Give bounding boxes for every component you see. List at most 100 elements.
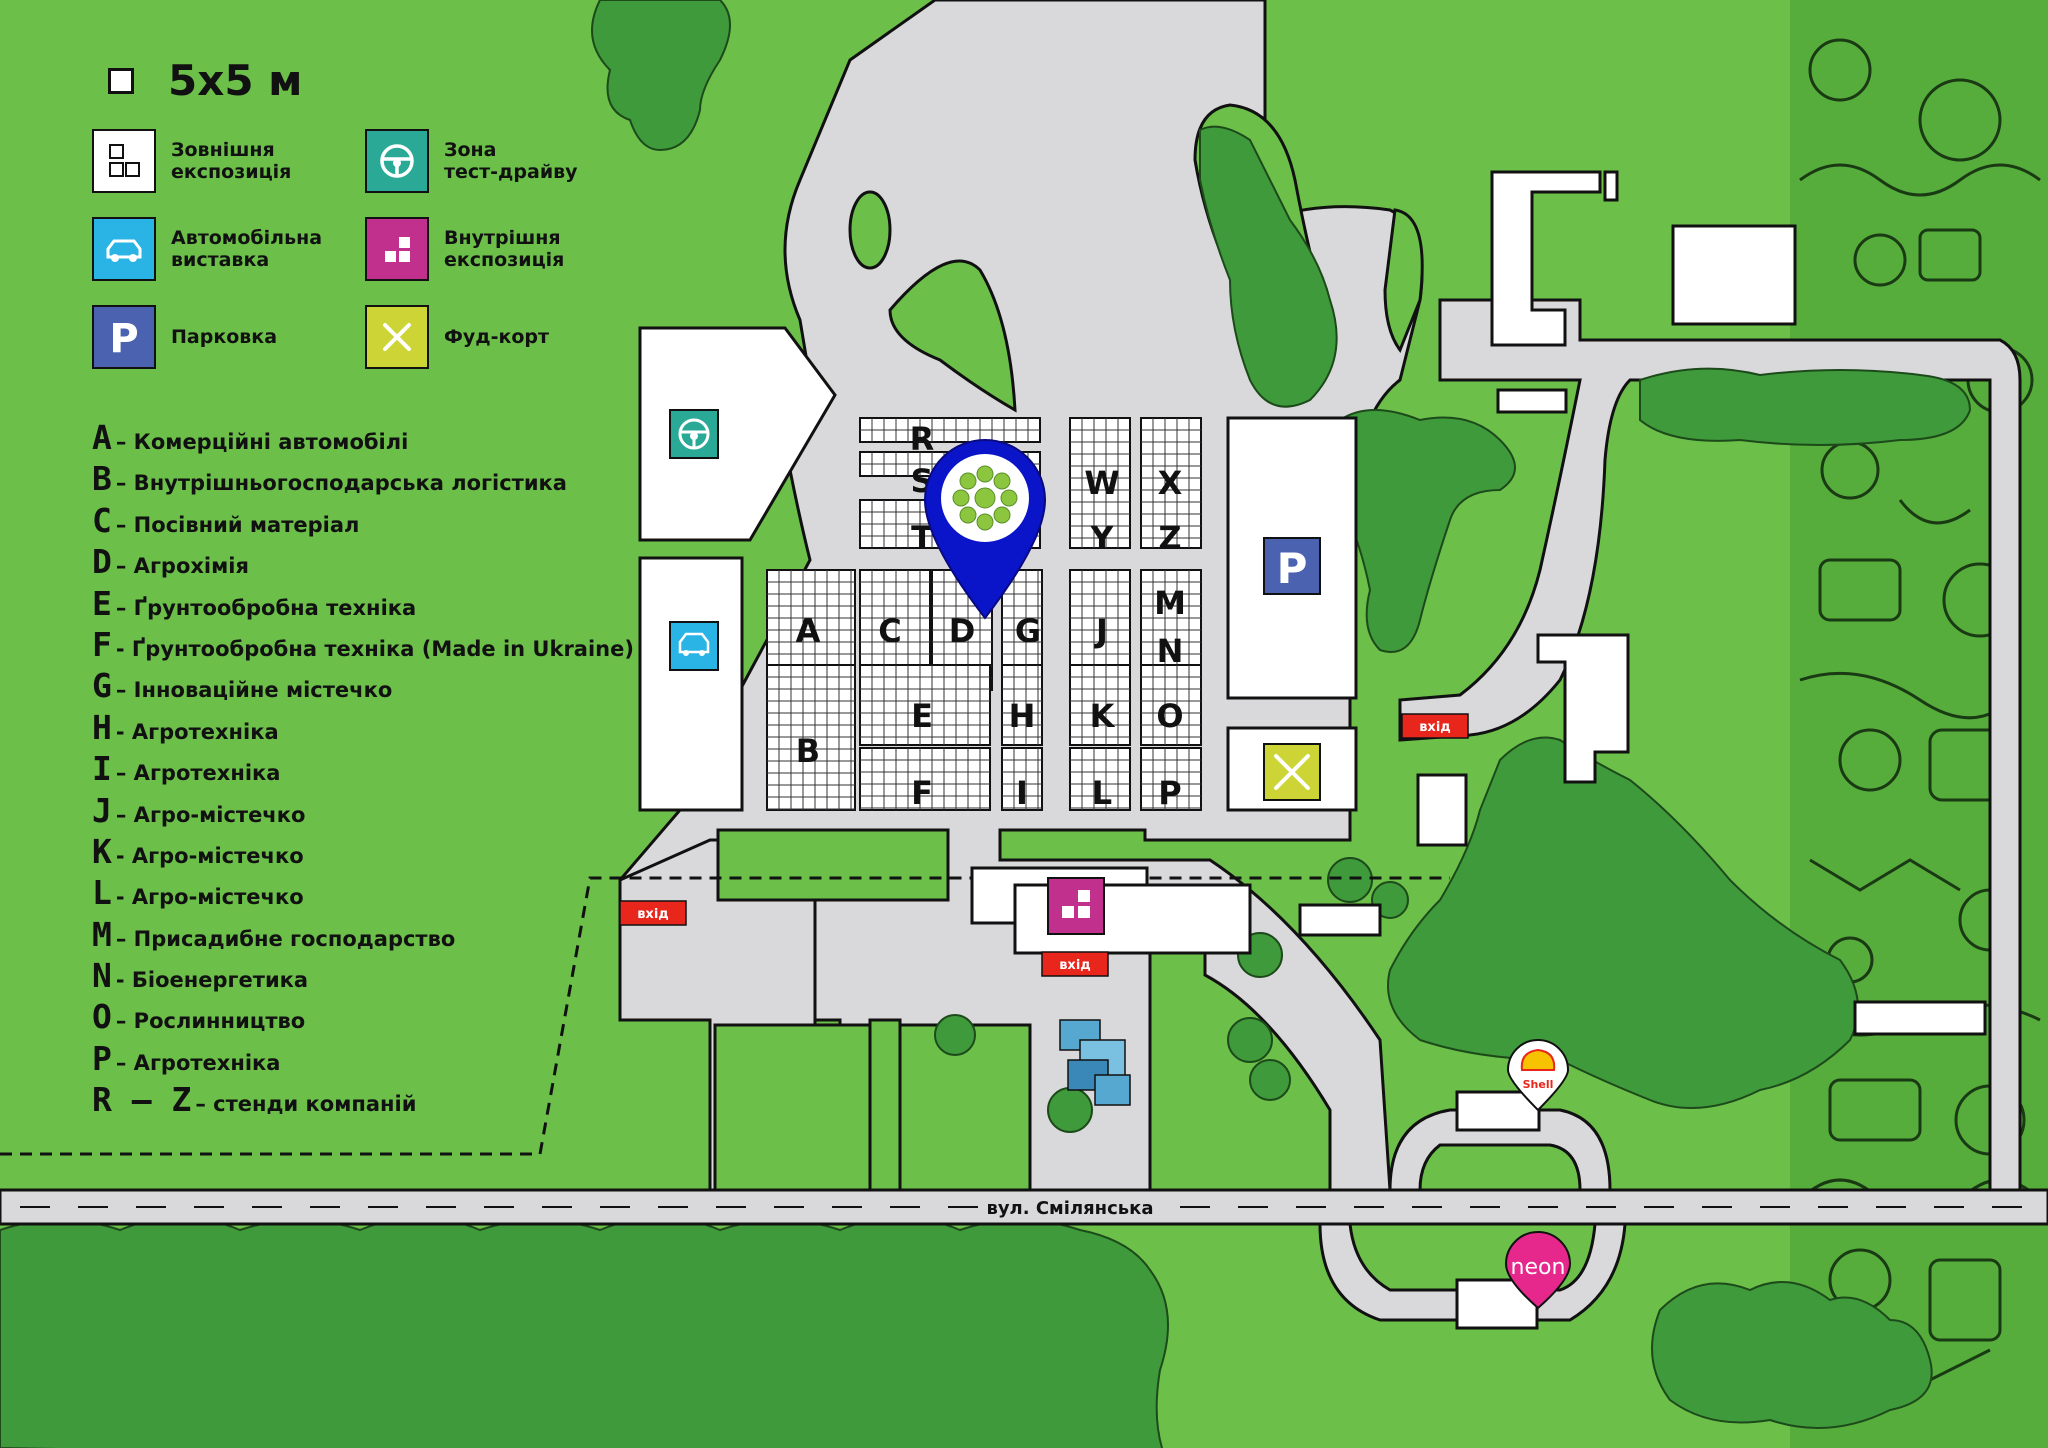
- zone-item: F- Ґрунтообробна техніка (Made in Ukrain…: [92, 625, 634, 666]
- steering-wheel-icon: [365, 129, 429, 193]
- zone-letter: M: [92, 914, 112, 954]
- zone-description: – Агро-містечко: [115, 802, 306, 827]
- zone-description: - Агро-містечко: [115, 843, 304, 868]
- zone-description: - Біоенергетика: [115, 968, 309, 993]
- zone-description: - Агротехніка: [115, 719, 279, 744]
- neon-station-marker[interactable]: neon: [1504, 1231, 1572, 1310]
- zone-item: D– Агрохімія: [92, 542, 634, 583]
- block-label: F: [911, 774, 933, 812]
- exhibition-block[interactable]: [1140, 664, 1202, 746]
- block-label: J: [1094, 612, 1108, 650]
- zone-letter: I: [92, 749, 112, 789]
- block-label: R: [910, 420, 935, 458]
- shell-station-marker[interactable]: Shell: [1506, 1039, 1570, 1112]
- block-label: G: [1015, 612, 1041, 650]
- svg-text:вхід: вхід: [1059, 958, 1091, 973]
- zone-item: J– Агро-містечко: [92, 791, 634, 832]
- car-icon: [92, 217, 156, 281]
- street: вул. Смілянська: [20, 1194, 2040, 1220]
- zone-item: G– Інноваційне містечко: [92, 666, 634, 707]
- zone-description: – Інноваційне містечко: [115, 678, 393, 703]
- zone-letter: N: [92, 956, 112, 996]
- legend-item-outdoor: Зовнішня експозиція: [92, 129, 291, 193]
- zone-description: – Комерційні автомобілі: [115, 430, 409, 454]
- block-label: O: [1156, 697, 1183, 735]
- block-label: C: [878, 612, 901, 650]
- parking-icon: P: [92, 305, 156, 369]
- svg-text:P: P: [109, 316, 138, 359]
- zone-letter: R – Z: [92, 1080, 192, 1120]
- zone-letter: K: [92, 831, 112, 871]
- zone-letter: J: [92, 790, 112, 830]
- block-label: W: [1084, 464, 1119, 502]
- parking-marker[interactable]: P: [1263, 537, 1321, 595]
- zone-letter: F: [92, 624, 112, 664]
- zone-description: – Внутрішньогосподарська логістика: [115, 471, 567, 496]
- zone-description: – стенди компаній: [195, 1092, 417, 1117]
- location-pin-icon[interactable]: [923, 439, 1047, 620]
- entrance-badge-west[interactable]: вхід: [619, 900, 687, 926]
- zone-description: – Ґрунтообробна техніка: [115, 595, 417, 620]
- svg-text:вхід: вхід: [1419, 720, 1451, 735]
- exhibition-block[interactable]: [1069, 664, 1131, 746]
- zone-item: O– Рослинництво: [92, 997, 634, 1038]
- block-label: K: [1090, 697, 1116, 735]
- food-court-marker[interactable]: [1263, 743, 1321, 801]
- svg-text:neon: neon: [1511, 1255, 1566, 1280]
- zone-item: N- Біоенергетика: [92, 956, 634, 997]
- fork-knife-icon: [365, 305, 429, 369]
- zone-letter: H: [92, 707, 112, 747]
- zone-description: - Агро-містечко: [115, 885, 304, 910]
- zone-description: – Агрохімія: [115, 554, 249, 579]
- block-label: E: [911, 697, 933, 735]
- block-label: I: [1016, 774, 1028, 812]
- zone-item: P– Агротехніка: [92, 1039, 634, 1080]
- block-label: Z: [1158, 519, 1181, 557]
- car-show-marker[interactable]: [669, 621, 719, 671]
- block-label: M: [1154, 584, 1186, 622]
- block-label: P: [1158, 774, 1181, 812]
- entrance-badges: вхід вхід вхід: [619, 713, 1469, 977]
- zone-letter: B: [92, 459, 112, 499]
- block-label: L: [1092, 774, 1112, 812]
- blue-building: [1059, 1019, 1131, 1106]
- block-label: B: [796, 732, 820, 770]
- outdoor-exposition-icon: [92, 129, 156, 193]
- zone-item: K- Агро-містечко: [92, 832, 634, 873]
- exhibition-block[interactable]: [1069, 747, 1131, 811]
- block-label: A: [796, 612, 821, 650]
- exhibition-block[interactable]: [1140, 747, 1202, 811]
- zone-item: B– Внутрішньогосподарська логістика: [92, 459, 634, 500]
- zone-item: I– Агротехніка: [92, 749, 634, 790]
- svg-text:Shell: Shell: [1523, 1078, 1554, 1091]
- zone-description: – Агротехніка: [115, 761, 281, 786]
- trees: [591, 0, 1972, 1133]
- zone-description: - Ґрунтообробна техніка (Made in Ukraine…: [115, 636, 634, 661]
- entrance-badge-east[interactable]: вхід: [1401, 713, 1469, 739]
- svg-text:P: P: [1277, 544, 1308, 593]
- test-drive-marker[interactable]: [669, 409, 719, 459]
- scale-legend: 5x5 м: [108, 56, 303, 105]
- zone-letter: O: [92, 997, 112, 1037]
- zone-letter: A: [92, 418, 112, 457]
- zone-item: C– Посівний матеріал: [92, 501, 634, 542]
- zone-letter: D: [92, 542, 112, 582]
- street-label: вул. Смілянська: [986, 1198, 1153, 1219]
- block-label: H: [1009, 697, 1036, 735]
- scale-square-icon: [108, 67, 134, 94]
- zone-description: – Агротехніка: [115, 1050, 281, 1075]
- entrance-badge-south[interactable]: вхід: [1041, 951, 1109, 977]
- exhibition-block[interactable]: [1001, 664, 1043, 746]
- zone-letter: G: [92, 666, 112, 706]
- legend-item-parking: P Парковка: [92, 305, 277, 369]
- block-label: T: [911, 519, 933, 557]
- zone-description: – Рослинництво: [115, 1009, 306, 1034]
- exhibition-block[interactable]: [1001, 747, 1043, 811]
- legend-item-indoor: Внутрішня експозиція: [365, 217, 564, 281]
- indoor-exposition-icon: [365, 217, 429, 281]
- zone-letter: P: [92, 1038, 112, 1078]
- indoor-exposition-marker[interactable]: [1047, 877, 1105, 935]
- block-label: D: [949, 612, 976, 650]
